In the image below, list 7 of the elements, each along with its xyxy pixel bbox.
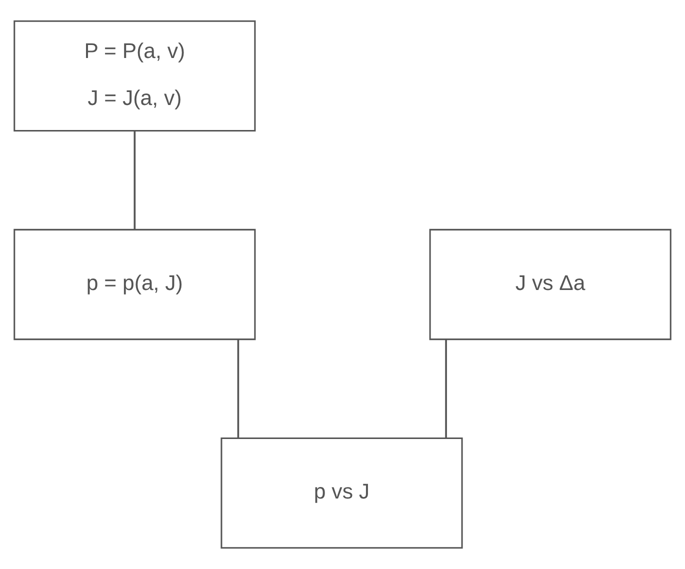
connector [237,340,240,438]
node-box: p = p(a, J) [14,228,256,340]
connector [134,131,136,230]
node-box: p vs J [220,438,463,549]
node-box: P = P(a, v) J = J(a, v) [14,20,256,132]
connector [445,340,447,438]
node-box: J vs Δa [429,228,672,340]
